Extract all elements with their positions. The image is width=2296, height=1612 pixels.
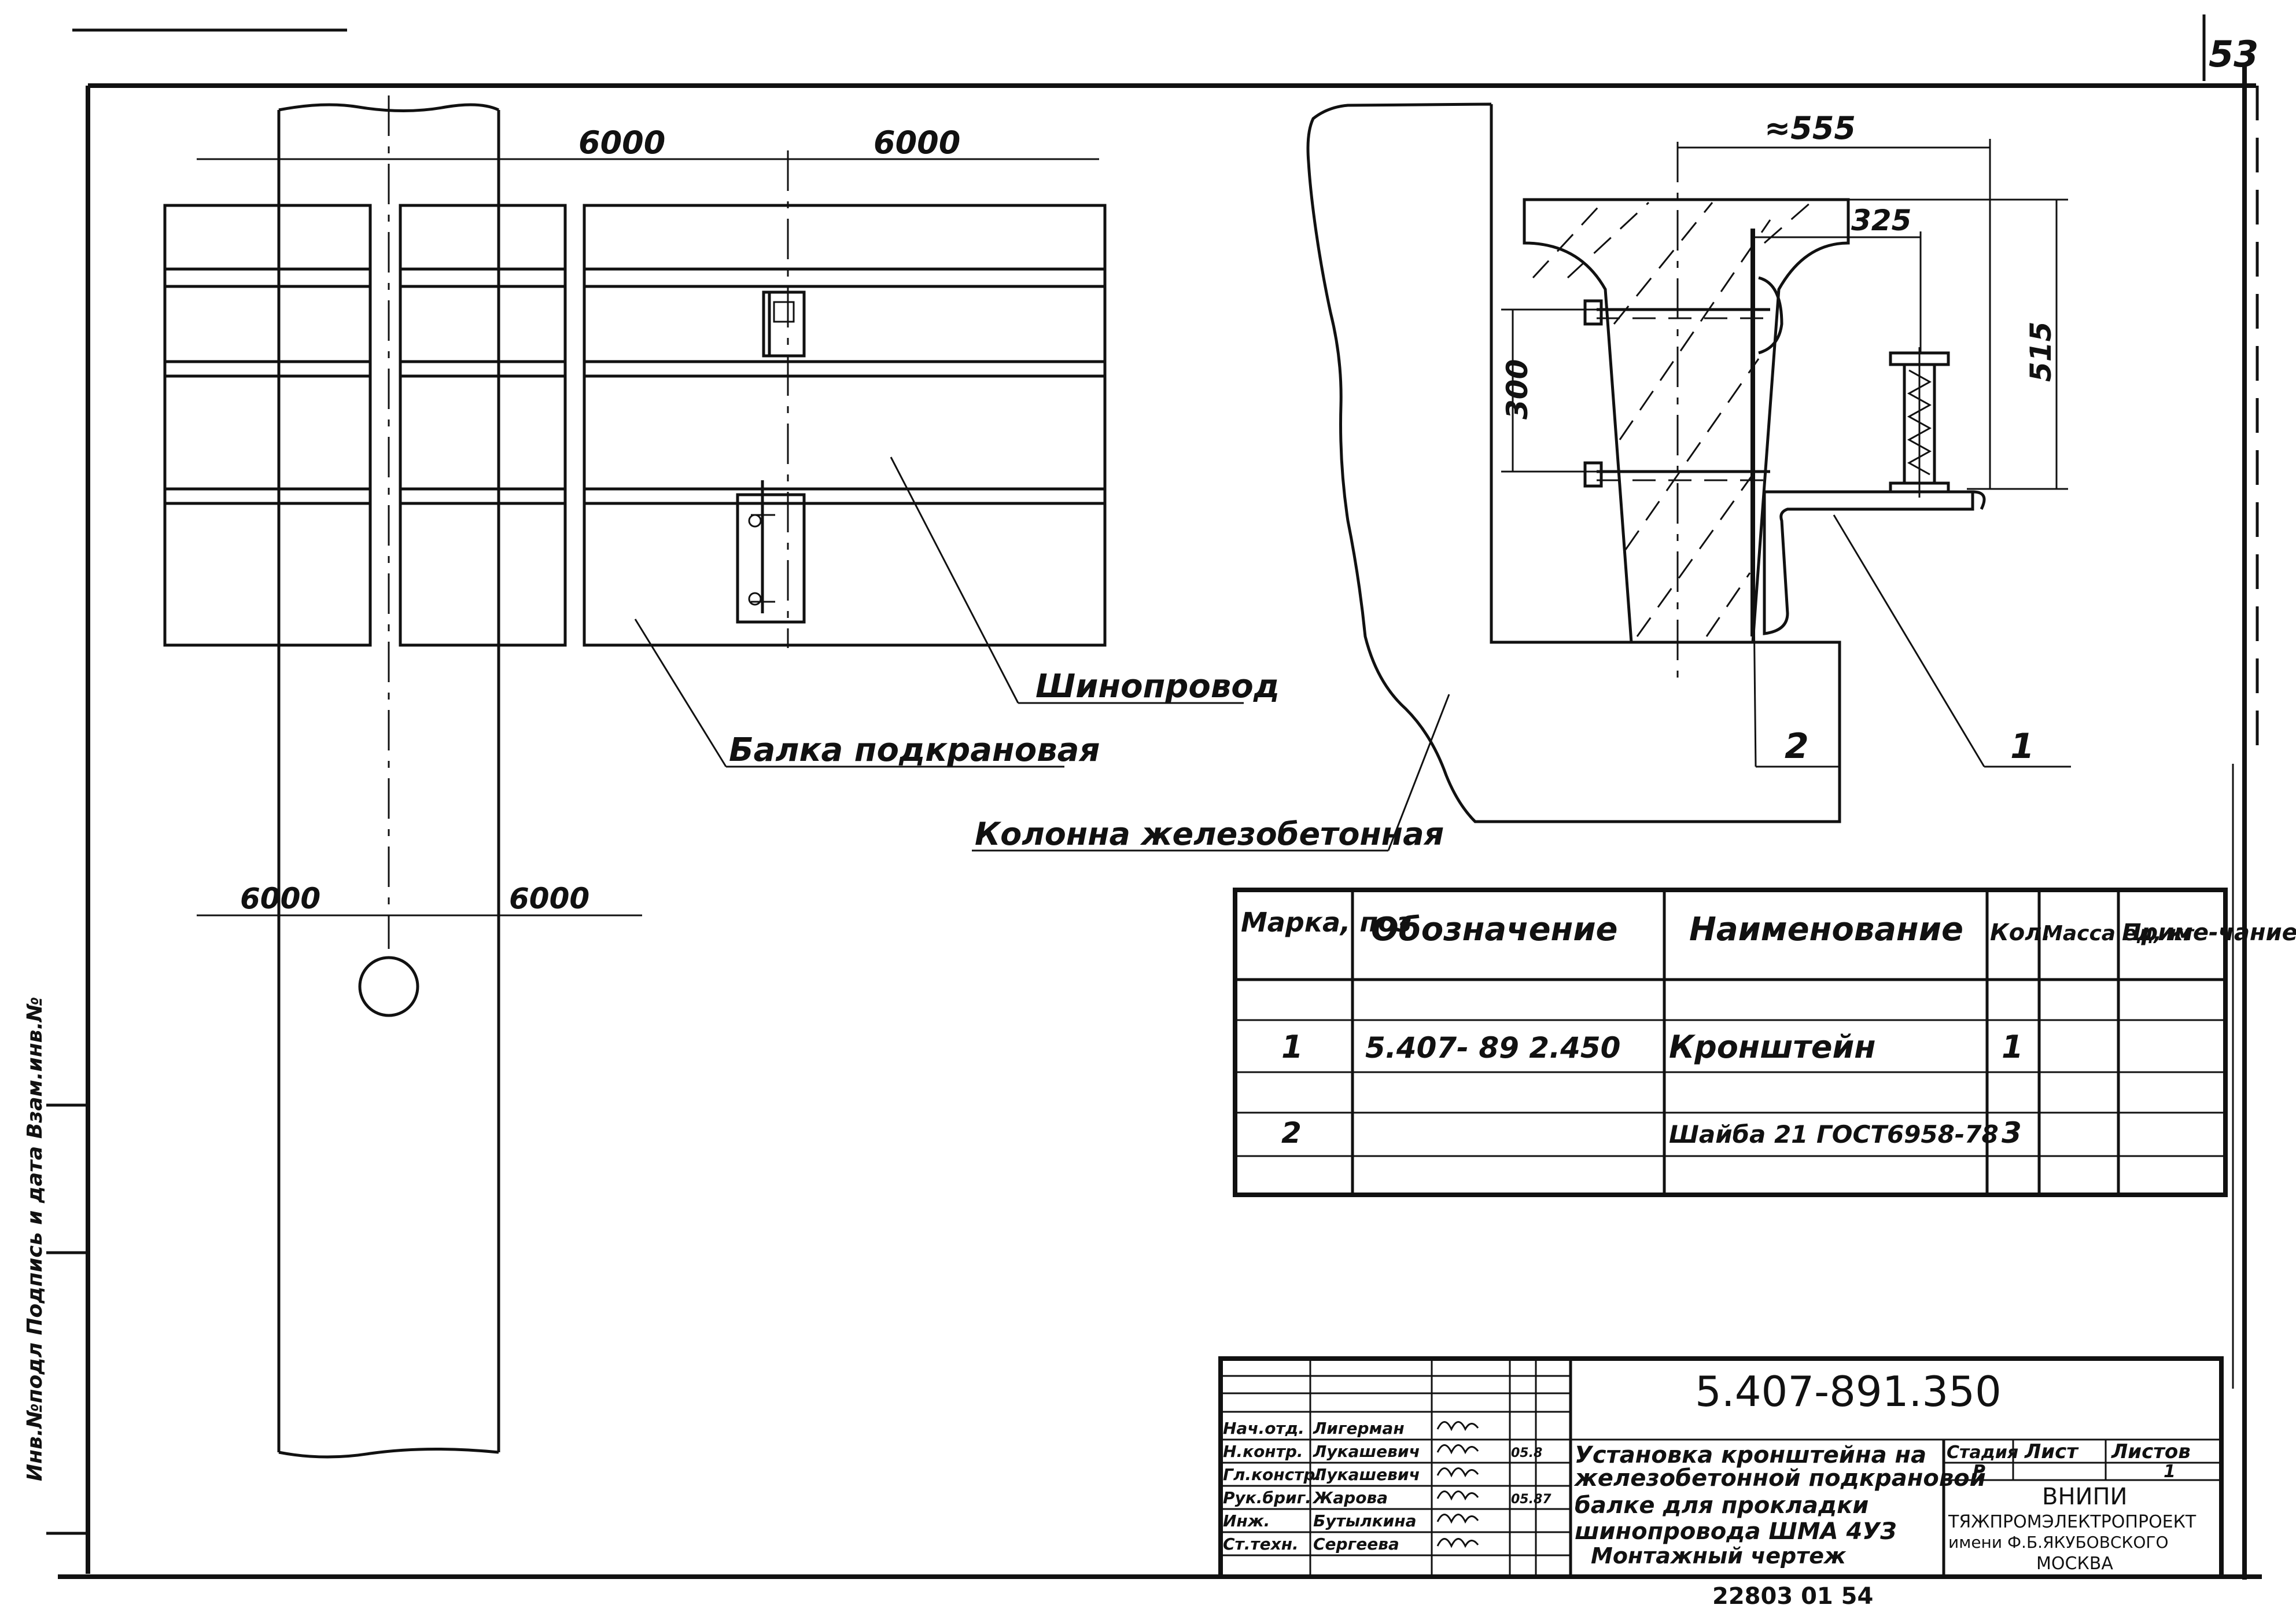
title-line-2: железобетонной подкрановой — [1573, 1465, 1986, 1492]
row2-pos: 2 — [1281, 1116, 1302, 1150]
dim-bottom-left: 6000 — [240, 882, 320, 915]
position-2: 2 — [1785, 726, 1809, 767]
header-pos: Марка, поз — [1241, 907, 1412, 938]
margin-stamp-text: Инв.№подл Подпись и дата Взам.инв.№ — [23, 997, 47, 1481]
role-4: Рук.бриг. — [1223, 1488, 1311, 1507]
title-line-5: Монтажный чертеж — [1591, 1543, 1847, 1569]
doc-number: 5.407-891.350 — [1695, 1367, 2002, 1416]
stage-value: Р — [1973, 1462, 1985, 1482]
row1-designation: 5.407- 89 2.450 — [1365, 1031, 1620, 1065]
dim-bolts: 300 — [1501, 359, 1534, 419]
role-3: Гл.констр. — [1223, 1465, 1321, 1484]
title-line-3: балке для прокладки — [1575, 1492, 1869, 1519]
org-line-2: ТЯЖПРОМЭЛЕКТРОПРОЕКТ — [1948, 1512, 2197, 1532]
role-2-name: Лукашевич — [1313, 1442, 1420, 1461]
sheets-header: Листов — [2111, 1440, 2191, 1463]
position-1: 1 — [2010, 726, 2035, 767]
role-6: Ст.техн. — [1223, 1534, 1299, 1554]
role-5-name: Бутылкина — [1313, 1511, 1417, 1530]
header-mass: Масса ед, кг — [2042, 922, 2195, 945]
dim-bracket: 325 — [1851, 204, 1911, 237]
title-block: 5.407-891.350 Нач.отд. Лигерман Н.контр.… — [1218, 1356, 2224, 1579]
org-line-3: имени Ф.Б.ЯКУБОВСКОГО — [1948, 1533, 2169, 1552]
role-1: Нач.отд. — [1223, 1419, 1304, 1438]
dim-bottom-right: 6000 — [509, 882, 589, 915]
title-text: Установка кронштейна на железобетонной п… — [1573, 1442, 1986, 1569]
section-view: ≈555 325 515 300 Колонна железобетонная … — [972, 102, 2071, 852]
role-4-name: Жарова — [1312, 1488, 1388, 1507]
label-beam: Балка подкрановая — [729, 731, 1100, 769]
role-4-date: 05.87 — [1511, 1492, 1551, 1507]
signatures — [1436, 1421, 1479, 1548]
label-column: Колонна железобетонная — [975, 816, 1444, 852]
bolts — [1583, 299, 1770, 488]
role-5: Инж. — [1223, 1511, 1270, 1530]
role-3-name: Лукашевич — [1313, 1465, 1420, 1484]
header-name: Наименование — [1689, 911, 1963, 948]
org-line-4: МОСКВА — [2036, 1554, 2113, 1574]
beam-flange-lines — [165, 267, 1105, 505]
label-busway: Шинопровод — [1035, 668, 1280, 705]
role-6-name: Сергеева — [1313, 1534, 1399, 1554]
bottom-code: 22803 01 54 — [1712, 1583, 1873, 1610]
row2-qty: 3 — [2002, 1116, 2022, 1150]
row1-name: Кронштейн — [1669, 1029, 1876, 1065]
sheets-value: 1 — [2164, 1462, 2176, 1482]
bracket-plan-lower — [736, 480, 806, 624]
org-line-1: ВНИПИ — [2042, 1484, 2127, 1510]
spec-table: Марка, поз Обозначение Наименование Кол.… — [1233, 888, 2296, 1197]
row2-name: Шайба 21 ГОСТ6958-78 — [1669, 1120, 1999, 1149]
role-2-date: 05.8 — [1511, 1446, 1542, 1460]
beam-hatch — [1532, 201, 1811, 637]
header-designation: Обозначение — [1371, 911, 1618, 948]
role-1-name: Лигерман — [1313, 1419, 1405, 1438]
dim-top-left: 6000 — [578, 124, 665, 161]
bracket-plan-upper — [762, 290, 806, 358]
page-number: 53 — [2209, 33, 2258, 75]
roles-list: Нач.отд. Лигерман Н.контр. Лукашевич 05.… — [1223, 1419, 1551, 1554]
organization: ВНИПИ ТЯЖПРОМЭЛЕКТРОПРОЕКТ имени Ф.Б.ЯКУ… — [1948, 1484, 2197, 1574]
bracket-section — [1750, 229, 1986, 636]
header-qty: Кол. — [1990, 919, 2051, 946]
dim-top-right: 6000 — [874, 124, 960, 161]
title-line-4: шинопровода ШМА 4УЗ — [1575, 1518, 1897, 1545]
header-note: Приме-чание — [2122, 919, 2296, 946]
plan-view: 6000 6000 6000 6000 Балка подкрановая Ши… — [163, 95, 1280, 1459]
role-2: Н.контр. — [1223, 1442, 1303, 1461]
dim-width: ≈555 — [1764, 110, 1856, 146]
margin-stamp: Инв.№подл Подпись и дата Взам.инв.№ — [23, 997, 88, 1535]
sheet-header: Лист — [2024, 1440, 2079, 1463]
dim-height: 515 — [2024, 322, 2058, 382]
row1-pos: 1 — [1281, 1029, 1303, 1065]
stage-header: Стадия — [1947, 1442, 2018, 1463]
title-line-1: Установка кронштейна на — [1575, 1442, 1926, 1469]
row1-qty: 1 — [2002, 1029, 2024, 1065]
